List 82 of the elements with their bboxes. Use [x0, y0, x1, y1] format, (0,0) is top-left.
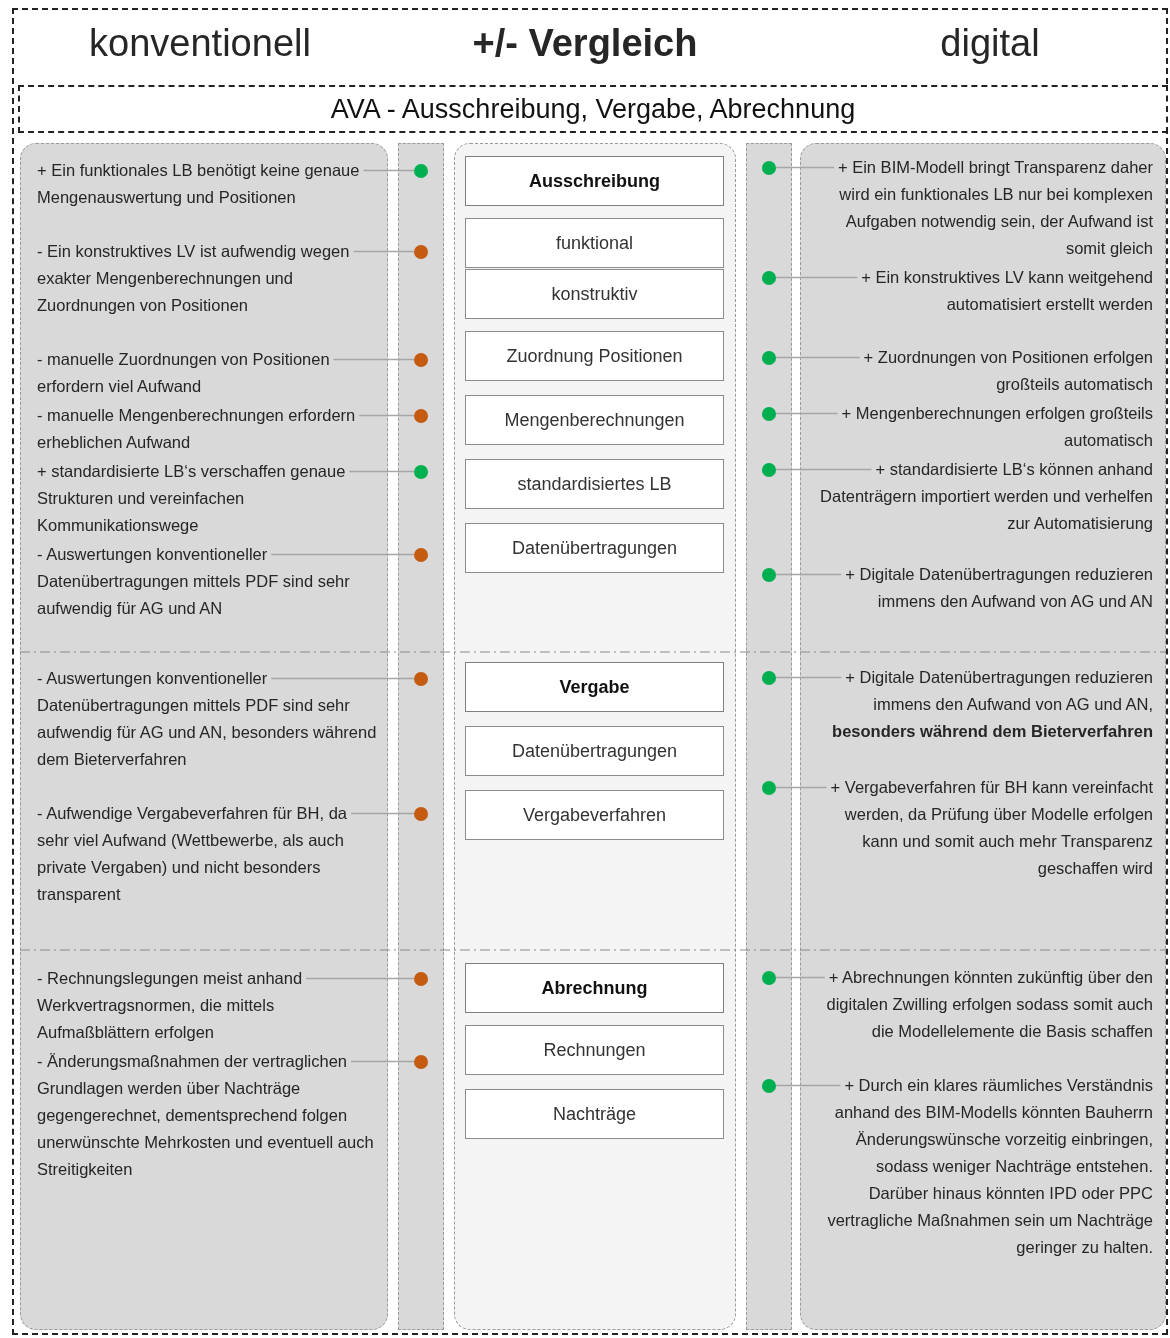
comparison-text: + standardisierte LB‘s verschaffen genaue Strukturen und vereinfachen Kommunikationswege — [37, 458, 379, 539]
comparison-text: + standardisierte LB‘s können anhand Datenträgern importiert werden und verhelfen zur Automatisierung — [813, 456, 1153, 537]
title: +/- Vergleich — [471, 22, 699, 65]
status-dot — [762, 970, 776, 985]
status-dot — [762, 780, 776, 795]
leader-line — [775, 276, 858, 279]
category-box: Ausschreibung — [465, 156, 724, 206]
status-dot — [414, 464, 428, 479]
comparison-text: - manuelle Mengenberechnungen erfordern erheblichen Aufwand — [37, 402, 379, 456]
leader-line — [270, 553, 415, 556]
status-dot — [762, 1078, 776, 1093]
leader-line — [775, 356, 861, 359]
comparison-text: + Vergabeverfahren für BH kann vereinfacht werden, da Prüfung über Modelle erfolgen kann und somit auch mehr Transparenz geschaffen wird — [813, 774, 1153, 882]
topic-box: Datenübertragungen — [465, 726, 724, 776]
comparison-text: + Abrechnungen könnten zukünftig über den digitalen Zwilling erfolgen sodass somit auch die Modellelemente die Basis schaffen — [813, 964, 1153, 1045]
comparison-text: + Digitale Datenübertragungen reduzieren immens den Aufwand von AG und AN, besonders während dem Bieterverfahren — [813, 664, 1153, 745]
leader-line — [775, 412, 839, 415]
status-dot — [762, 567, 776, 582]
topic-box: konstruktiv — [465, 269, 724, 319]
status-dot — [414, 163, 428, 178]
comparison-text: - manuelle Zuordnungen von Positionen erfordern viel Aufwand — [37, 346, 379, 400]
status-dot — [414, 547, 428, 562]
status-dot — [762, 406, 776, 421]
comparison-text: + Zuordnungen von Positionen erfolgen großteils automatisch — [813, 344, 1153, 398]
comparison-text: - Ein konstruktives LV ist aufwendig wegen exakter Mengenberechnungen und Zuordnungen von Positionen — [37, 238, 379, 319]
leader-line — [775, 573, 842, 576]
leader-line — [775, 166, 835, 169]
topic-box: Vergabeverfahren — [465, 790, 724, 840]
comparison-text: + Ein funktionales LB benötigt keine genaue Mengenauswertung und Positionen — [37, 157, 379, 211]
status-dot — [762, 462, 776, 477]
topic-box: Rechnungen — [465, 1025, 724, 1075]
status-dot — [414, 408, 428, 423]
status-dot — [762, 670, 776, 685]
status-dot — [414, 1054, 428, 1069]
column-panel — [20, 143, 388, 1330]
topic-box: Mengenberechnungen — [465, 395, 724, 445]
leader-line — [775, 1084, 842, 1087]
status-dot — [762, 270, 776, 285]
column-panel — [800, 143, 1166, 1330]
leader-line — [305, 977, 415, 980]
status-dot — [414, 352, 428, 367]
leader-line — [350, 1060, 415, 1063]
column-heading: digital — [939, 22, 1041, 65]
leader-line — [358, 414, 415, 417]
topic-box: Nachträge — [465, 1089, 724, 1139]
leader-line — [350, 812, 415, 815]
column-heading: konventionell — [88, 22, 312, 65]
topic-box: standardisiertes LB — [465, 459, 724, 509]
leader-line — [270, 677, 415, 680]
topic-box: funktional — [465, 218, 724, 268]
category-box: Vergabe — [465, 662, 724, 712]
status-dot — [414, 806, 428, 821]
leader-line — [775, 976, 826, 979]
comparison-text: - Aufwendige Vergabeverfahren für BH, da sehr viel Aufwand (Wettbewerbe, als auch private Vergaben) und nicht besonders transparent — [37, 800, 379, 908]
comparison-text: - Änderungsmaßnahmen der vertraglichen Grundlagen werden über Nachträge gegengerechnet, dementsprechend folgen unerwünschte Mehrkosten und eventuell auch Streitigkeiten — [37, 1048, 379, 1183]
leader-line — [332, 358, 415, 361]
status-dot — [414, 244, 428, 259]
comparison-text: + Mengenberechnungen erfolgen großteils automatisch — [813, 400, 1153, 454]
leader-line — [775, 468, 873, 471]
status-dot — [762, 160, 776, 175]
comparison-text: + Ein konstruktives LV kann weitgehend automatisiert erstellt werden — [813, 264, 1153, 318]
topic-box: Datenübertragungen — [465, 523, 724, 573]
section-header-box: AVA - Ausschreibung, Vergabe, Abrechnung — [18, 85, 1168, 133]
leader-line — [352, 250, 415, 253]
status-dot — [414, 671, 428, 686]
comparison-text: - Auswertungen konventioneller Datenübertragungen mittels PDF sind sehr aufwendig für AG und AN, besonders während dem Bieterverfahren — [37, 665, 379, 773]
comparison-text: + Durch ein klares räumliches Verständnis anhand des BIM-Modells könnten Bauherrn Änderungswünsche vorzeitig einbringen, sodass weniger Nachträge entstehen. Darüber hinaus könnten IPD oder PPC vertragliche Maßnahmen sein um Nachträge geringer zu halten. — [813, 1072, 1153, 1261]
leader-line — [775, 786, 828, 789]
leader-line — [362, 169, 415, 172]
comparison-text: + Digitale Datenübertragungen reduzieren immens den Aufwand von AG und AN — [813, 561, 1153, 615]
comparison-text: - Rechnungslegungen meist anhand Werkvertragsnormen, die mittels Aufmaßblättern erfolgen — [37, 965, 379, 1046]
leader-line — [775, 676, 842, 679]
dot-strip — [398, 143, 444, 1330]
comparison-text: - Auswertungen konventioneller Datenübertragungen mittels PDF sind sehr aufwendig für AG und AN — [37, 541, 379, 622]
category-box: Abrechnung — [465, 963, 724, 1013]
status-dot — [414, 971, 428, 986]
topic-box: Zuordnung Positionen — [465, 331, 724, 381]
dot-strip — [746, 143, 792, 1330]
column-panel — [454, 143, 736, 1330]
leader-line — [348, 470, 415, 473]
status-dot — [762, 350, 776, 365]
comparison-text: + Ein BIM-Modell bringt Transparenz daher wird ein funktionales LB nur bei komplexen Aufgaben notwendig sein, der Aufwand ist somit gleich — [813, 154, 1153, 262]
